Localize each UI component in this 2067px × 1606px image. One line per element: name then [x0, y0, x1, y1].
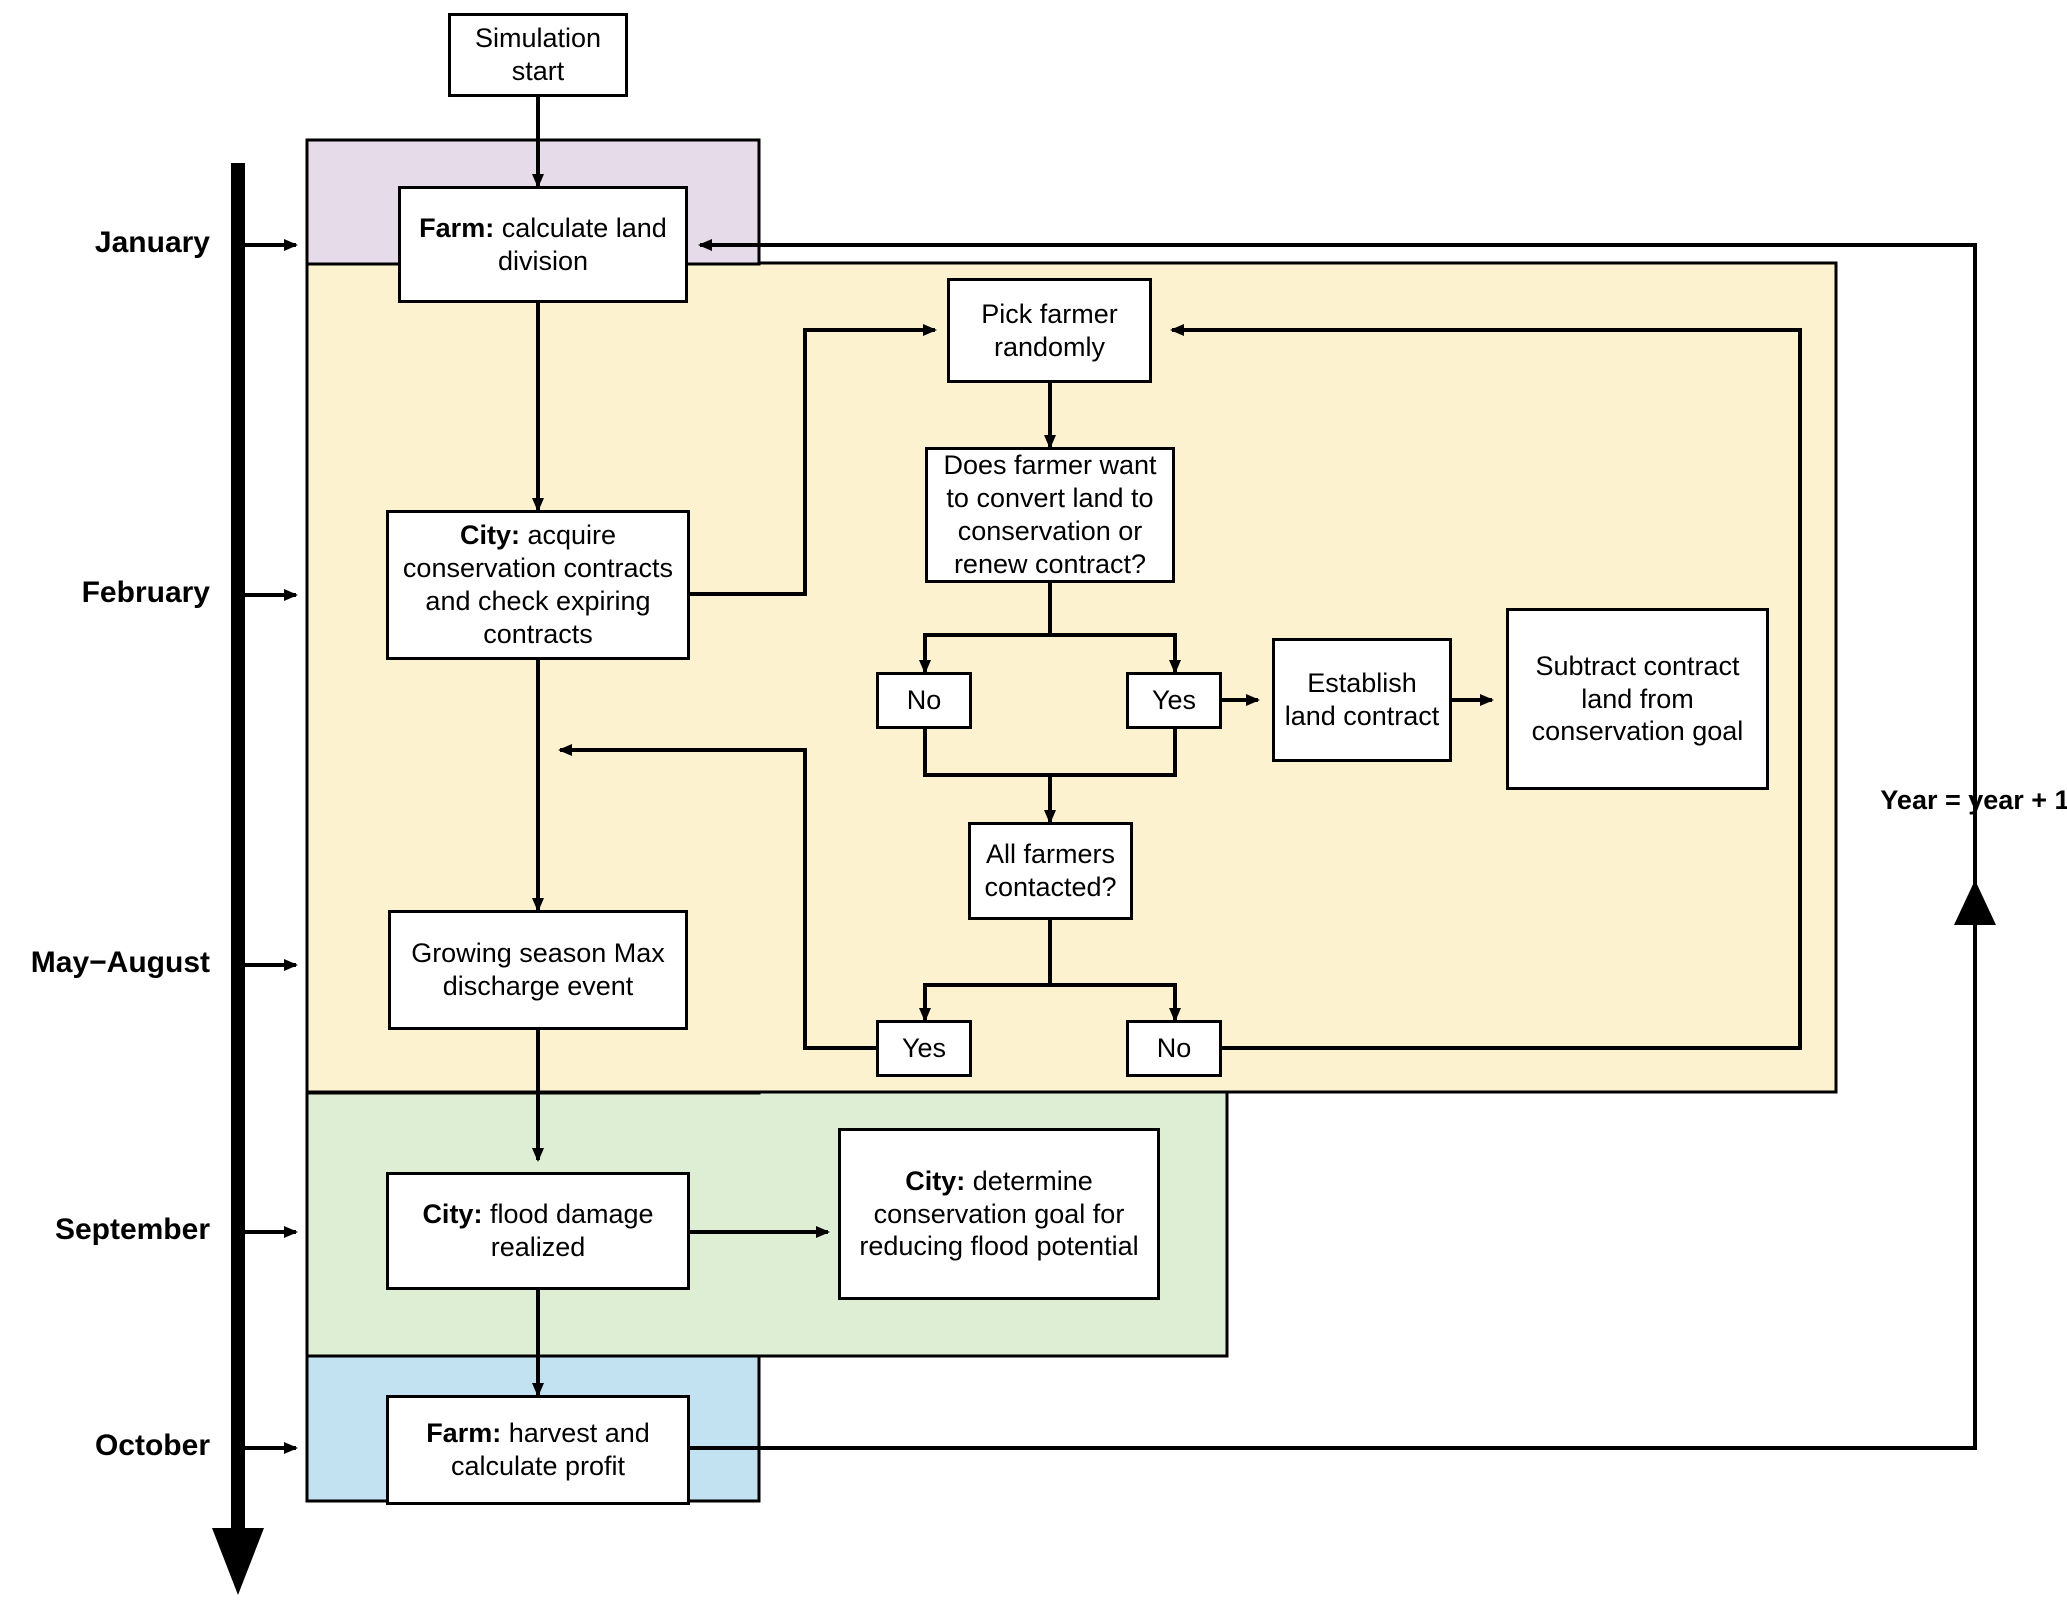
node-establish-land-contract-label: Establish land contract — [1284, 668, 1440, 731]
node-farmer-convert-question[interactable]: Does farmer want to convert land to cons… — [925, 447, 1175, 583]
timeline-label-october: October — [94, 1429, 210, 1462]
node-city-acquire-contracts-label: acquire conservation contracts and check… — [402, 520, 674, 649]
node-subtract-contract-land[interactable]: Subtract contract land from conservation… — [1506, 608, 1769, 790]
node-farm-harvest-profit-label: harvest and calculate profit — [450, 1418, 650, 1481]
node-simulation-start[interactable]: Simulation start — [448, 13, 628, 97]
node-pick-farmer-randomly[interactable]: Pick farmer randomly — [947, 278, 1152, 383]
timeline-label-february: February — [81, 576, 210, 609]
node-all-farmers-contacted[interactable]: All farmers contacted? — [968, 822, 1133, 920]
node-pick-farmer-randomly-label: Pick farmer randomly — [981, 298, 1118, 362]
year-increment-label: Year = year + 1 — [1880, 785, 2067, 815]
node-farm-harvest-profit-prefix: Farm: — [426, 1418, 502, 1449]
node-city-flood-damage-prefix: City: — [422, 1199, 483, 1230]
edge-allcontacted-split — [923, 918, 1177, 987]
timeline-label-january: January — [94, 226, 210, 259]
timeline-label-may-august: May−August — [30, 946, 210, 979]
edge-contactedyes-loopback — [558, 744, 880, 1050]
node-farm-calculate-land-division-prefix: Farm: — [419, 212, 495, 243]
node-city-acquire-contracts[interactable]: City: acquire conservation contracts and… — [386, 510, 690, 660]
timeline-tick-arrows — [238, 239, 298, 1454]
node-contacted-yes-label: Yes — [901, 1033, 947, 1064]
node-convert-yes[interactable]: Yes — [1126, 672, 1222, 729]
node-convert-yes-label: Yes — [1151, 685, 1197, 716]
year-loop-up-arrowhead — [1954, 880, 1996, 925]
node-city-determine-goal-label: determine conservation goal for reducing… — [859, 1165, 1139, 1262]
node-subtract-contract-land-label: Subtract contract land from conservation… — [1531, 650, 1744, 747]
node-convert-no-label: No — [906, 685, 942, 716]
node-city-flood-damage-label: flood damage realized — [482, 1199, 654, 1262]
edge-contactedno-loopback — [1170, 324, 1802, 1050]
node-growing-season[interactable]: Growing season Max discharge event — [388, 910, 688, 1030]
node-simulation-start-label: Simulation start — [474, 23, 602, 86]
node-contacted-no-label: No — [1156, 1033, 1192, 1064]
node-convert-no[interactable]: No — [876, 672, 972, 729]
timeline-label-september: September — [54, 1213, 210, 1246]
node-city-determine-goal-prefix: City: — [905, 1165, 966, 1196]
node-contacted-no[interactable]: No — [1126, 1020, 1222, 1077]
node-all-farmers-contacted-label: All farmers contacted? — [984, 839, 1117, 902]
node-city-flood-damage[interactable]: City: flood damage realized — [386, 1172, 690, 1290]
edge-harvest-year-loop — [690, 239, 1977, 1450]
node-city-acquire-contracts-prefix: City: — [459, 520, 520, 551]
timeline-axis — [212, 163, 264, 1595]
node-farm-calculate-land-division-label: calculate land division — [494, 212, 667, 276]
node-growing-season-label: Growing season Max discharge event — [411, 938, 665, 1001]
node-city-determine-goal[interactable]: City: determine conservation goal for re… — [838, 1128, 1160, 1300]
edge-question-split — [923, 581, 1177, 637]
node-farmer-convert-question-label: Does farmer want to convert land to cons… — [943, 450, 1157, 579]
flow-arrows — [532, 97, 1996, 1450]
node-establish-land-contract[interactable]: Establish land contract — [1272, 638, 1452, 762]
node-farm-harvest-profit[interactable]: Farm: harvest and calculate profit — [386, 1395, 690, 1505]
node-farm-calculate-land-division[interactable]: Farm: calculate land division — [398, 186, 688, 303]
edge-cityacquire-to-pickfarmer — [690, 324, 937, 596]
node-contacted-yes[interactable]: Yes — [876, 1020, 972, 1077]
